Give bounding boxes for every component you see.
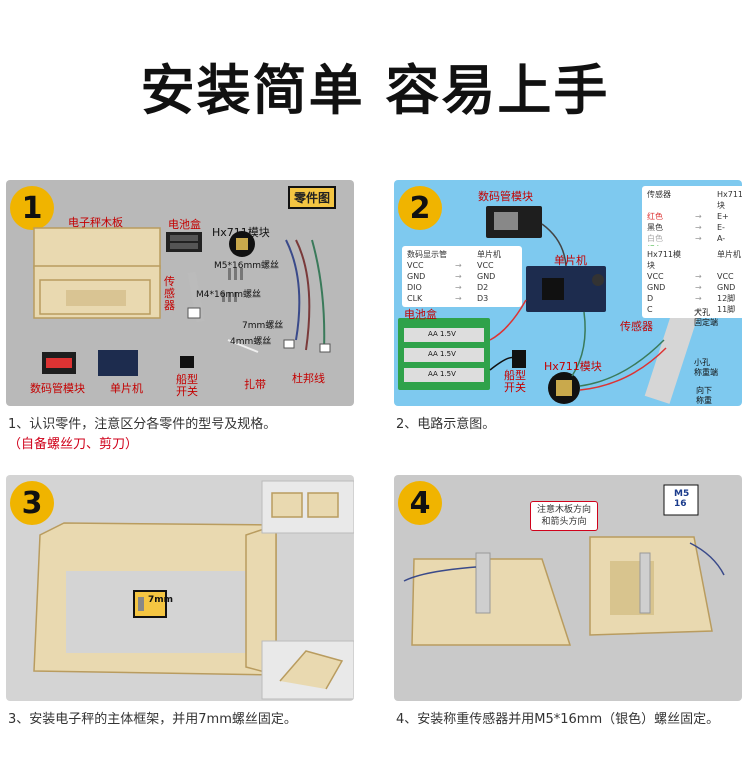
table-cell: 黑色 bbox=[647, 223, 663, 232]
frame-illustration bbox=[33, 480, 354, 700]
table-cell: GND bbox=[717, 283, 736, 292]
table-cell: 12脚 bbox=[717, 294, 736, 303]
battery-cell-label: AA 1.5V bbox=[428, 370, 456, 378]
label-boat-switch: 船型开关 bbox=[504, 369, 526, 394]
label-dupont: 杜邦线 bbox=[292, 372, 325, 385]
label-big-hole: 大孔 固定端 bbox=[694, 308, 718, 327]
frame-panel: 3 7mm bbox=[6, 475, 354, 701]
sensor-mount-panel: 4 注意木板方向 和箭头方向 M5 16 bbox=[394, 475, 742, 701]
battery-cell-label: AA 1.5V bbox=[428, 350, 456, 358]
label-wood-board: 电子秤木板 bbox=[68, 216, 123, 229]
label-display-module: 数码管模块 bbox=[30, 382, 85, 395]
parts-tag: 零件图 bbox=[288, 186, 337, 209]
label-boat-switch: 船型开关 bbox=[176, 373, 198, 398]
table-cell: DIO bbox=[407, 283, 422, 292]
table-cell: 白色 bbox=[647, 234, 663, 243]
table-cell: D bbox=[647, 294, 654, 303]
label-battery-box: 电池盒 bbox=[168, 218, 201, 231]
circuit-panel: 2 数码显示管单片机 VCC→VCC GND→GND DIO→D2 CLK→D bbox=[394, 180, 742, 406]
table-header: Hx711模块 bbox=[717, 190, 742, 210]
step-badge-3: 3 bbox=[10, 481, 54, 525]
table-header: Hx711模块 bbox=[647, 250, 682, 270]
table-cell: E+ bbox=[717, 212, 729, 221]
table-header: 传感器 bbox=[647, 190, 671, 199]
sensor-mount-illustration bbox=[403, 484, 725, 646]
caption-4: 4、安装称重传感器并用M5*16mm（银色）螺丝固定。 bbox=[396, 712, 720, 727]
table-header: 单片机 bbox=[477, 250, 501, 259]
battery-cell-label: AA 1.5V bbox=[428, 330, 456, 338]
table-cell: D3 bbox=[477, 294, 489, 303]
label-hx711: Hx711模块 bbox=[212, 226, 270, 239]
caption-1-note: （自备螺丝刀、剪刀） bbox=[8, 437, 139, 452]
table-hx711-mcu: Hx711模块单片机 VCC→VCC GND→GND D→12脚 C→11脚 bbox=[642, 246, 742, 318]
orientation-note: 注意木板方向 和箭头方向 bbox=[530, 501, 599, 531]
step-badge-2: 2 bbox=[398, 186, 442, 230]
label-sensor: 传感器 bbox=[620, 320, 653, 333]
label-cable-tie: 扎带 bbox=[244, 378, 266, 391]
label-hx711: Hx711模块 bbox=[544, 360, 602, 373]
table-cell: VCC bbox=[477, 261, 494, 270]
table-cell: VCC bbox=[647, 272, 664, 281]
table-header: 单片机 bbox=[717, 250, 741, 259]
label-screw-7mm: 7mm螺丝 bbox=[242, 321, 284, 331]
table-cell: A- bbox=[717, 234, 726, 243]
table-cell: VCC bbox=[407, 261, 424, 270]
label-display-module: 数码管模块 bbox=[478, 190, 533, 203]
table-cell: 红色 bbox=[647, 212, 663, 221]
label-mcu: 单片机 bbox=[110, 382, 143, 395]
table-cell: C bbox=[647, 305, 653, 314]
screw-tag-m5: M5 16 bbox=[674, 489, 690, 509]
table-cell: VCC bbox=[717, 272, 734, 281]
step-badge-1: 1 bbox=[10, 186, 54, 230]
table-display-mcu: 数码显示管单片机 VCC→VCC GND→GND DIO→D2 CLK→D3 bbox=[402, 246, 522, 307]
label-screw-m5: M5*16mm螺丝 bbox=[214, 261, 279, 271]
label-small-hole: 小孔 称重端 bbox=[694, 358, 718, 377]
step-badge-4: 4 bbox=[398, 481, 442, 525]
parts-panel: 1 零件图 bbox=[6, 180, 354, 406]
table-cell: GND bbox=[407, 272, 426, 281]
circuit-illustration bbox=[398, 206, 698, 404]
caption-3: 3、安装电子秤的主体框架，并用7mm螺丝固定。 bbox=[8, 712, 297, 727]
table-cell: 11脚 bbox=[717, 305, 736, 314]
label-battery-box: 电池盒 bbox=[404, 308, 437, 321]
screw-tag-7mm: 7mm bbox=[148, 595, 174, 605]
label-mcu: 单片机 bbox=[554, 254, 587, 267]
parts-illustration bbox=[33, 227, 331, 376]
page-title: 安装简单 容易上手 bbox=[140, 59, 610, 122]
caption-2: 2、电路示意图。 bbox=[396, 417, 496, 432]
table-header: 数码显示管 bbox=[407, 250, 447, 259]
caption-1: 1、认识零件，注意区分各零件的型号及规格。 （自备螺丝刀、剪刀） bbox=[8, 415, 368, 455]
caption-1-text: 1、认识零件，注意区分各零件的型号及规格。 bbox=[8, 417, 277, 432]
table-cell: D2 bbox=[477, 283, 489, 292]
table-cell: CLK bbox=[407, 294, 423, 303]
label-screw-m4: M4*16mm螺丝 bbox=[196, 290, 261, 300]
table-cell: E- bbox=[717, 223, 725, 232]
label-down-weigh: 向下 称重 bbox=[696, 386, 712, 405]
table-cell: GND bbox=[477, 272, 496, 281]
table-cell: GND bbox=[647, 283, 666, 292]
label-sensor: 传感器 bbox=[164, 275, 175, 312]
label-screw-4mm: 4mm螺丝 bbox=[230, 337, 272, 347]
